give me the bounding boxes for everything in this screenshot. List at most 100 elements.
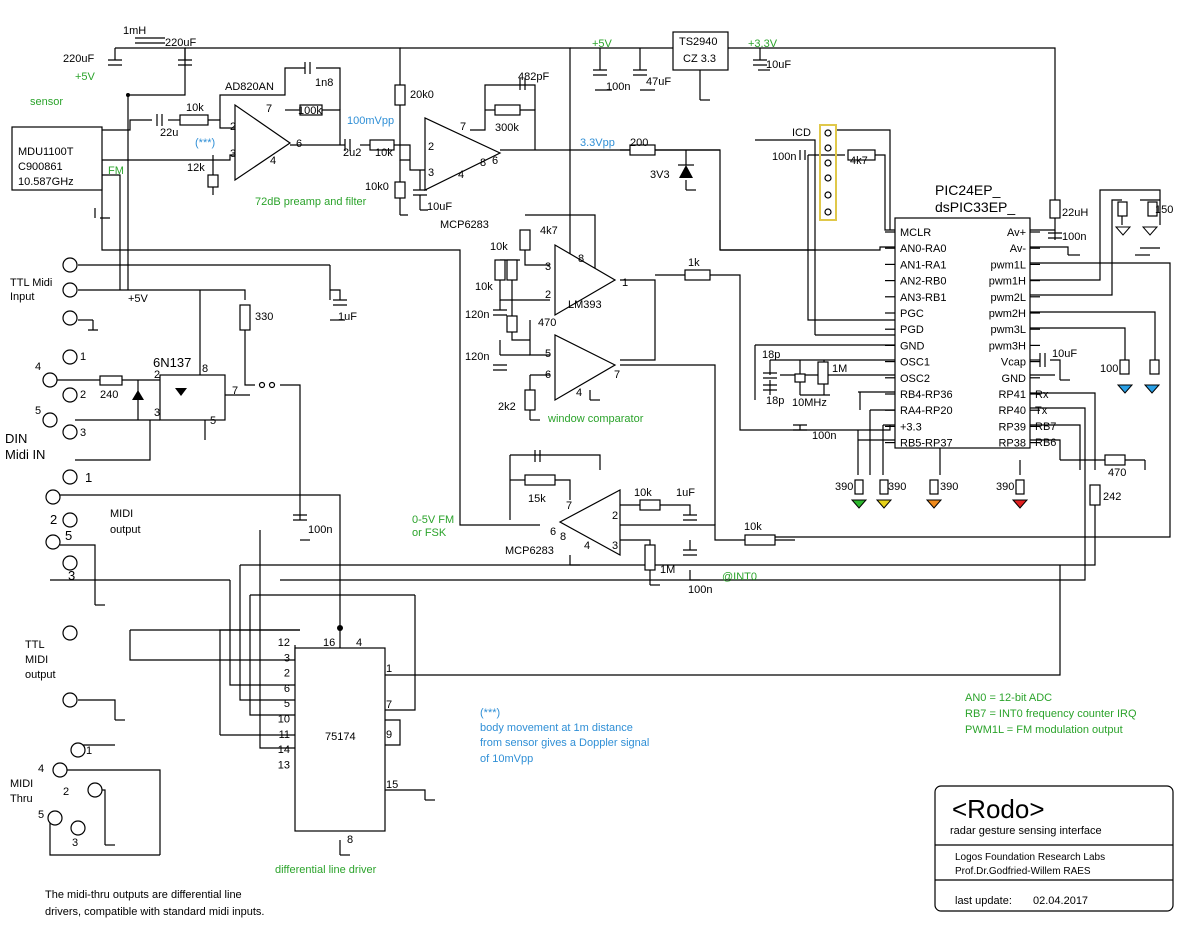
mcp6283-b-opamp <box>558 489 621 557</box>
r240: 240 <box>100 389 118 401</box>
lm393-pin-2: 2 <box>545 289 551 301</box>
sensor-line-3: 10.587GHz <box>18 176 74 188</box>
pic-left-pin-8: OSC1 <box>900 357 930 369</box>
c100n-top: 100n <box>606 81 630 93</box>
pic-right-pin-6: pwm3L <box>991 324 1026 336</box>
r1k: 1k <box>688 257 700 269</box>
driver-pin-8: 8 <box>347 834 353 846</box>
r100: 100 <box>1100 363 1118 375</box>
din-in-pin-3: 3 <box>80 427 86 439</box>
label-33vpp: 3.3Vpp <box>580 137 615 149</box>
label-icd: ICD <box>792 127 811 139</box>
label-5v-mid: +5V <box>128 293 149 305</box>
pic-right-pin-labels: Av+Av-pwm1Lpwm1Hpwm2Lpwm2Hpwm3Lpwm3HVcap… <box>989 227 1040 450</box>
midi-output-2: output <box>110 524 141 536</box>
subtitle: radar gesture sensing interface <box>950 825 1102 837</box>
din-thru-pin-4: 4 <box>38 763 44 775</box>
pic-ext-pin-3: RB6 <box>1035 437 1056 449</box>
midi-thru-1: MIDI <box>10 778 33 790</box>
din-thru-pin-1: 1 <box>86 745 92 757</box>
r390-b: 390 <box>888 481 906 493</box>
driver-label: 75174 <box>325 731 356 743</box>
pic-right-pin-7: pwm3H <box>989 340 1026 352</box>
ttl-midi-input-1: TTL Midi <box>10 277 52 289</box>
opto-label: 6N137 <box>153 355 191 370</box>
note-fsk-1: 0-5V FM <box>412 514 454 526</box>
legend-1: AN0 = 12-bit ADC <box>965 692 1052 704</box>
opto-led <box>175 388 187 396</box>
r1m-osc: 1M <box>832 363 847 375</box>
mcp6283-a-opamp <box>424 117 502 191</box>
icd-header <box>819 124 837 221</box>
c220-right: 220uF <box>165 37 196 49</box>
midi-output-1: MIDI <box>110 508 133 520</box>
last-update-label: last update: <box>955 895 1012 907</box>
lm393-pin-5: 5 <box>545 348 551 360</box>
mcp-b-pin-6: 6 <box>550 526 556 538</box>
mcp-b-pin-8: 8 <box>560 531 566 543</box>
led-red <box>1011 499 1029 509</box>
pic-right-pin-2: pwm1L <box>991 259 1026 271</box>
note-thru-2: drivers, compatible with standard midi i… <box>45 906 264 918</box>
lm393-label: LM393 <box>568 299 602 311</box>
pic-right-pin-5: pwm2H <box>989 308 1026 320</box>
mcp6283-b-label: MCP6283 <box>505 545 554 557</box>
r470-b: 470 <box>1108 467 1126 479</box>
pic-left-pin-5: PGC <box>900 308 924 320</box>
l1mh: 1mH <box>123 25 146 37</box>
driver-right-pin-0: 1 <box>386 663 392 675</box>
pic-right-pin-9: GND <box>1002 373 1027 385</box>
driver-left-pin-1: 3 <box>284 652 290 664</box>
c18p-b: 18p <box>766 395 784 407</box>
legend-2: RB7 = INT0 frequency counter IRQ <box>965 708 1137 720</box>
led-blue-a <box>1116 384 1134 394</box>
ad820-pin-3: 3 <box>230 148 236 160</box>
lm393-opamp-upper <box>554 243 617 317</box>
pic-right-pin-4: pwm2L <box>991 292 1026 304</box>
pic-left-pin-6: PGD <box>900 324 924 336</box>
din-thru-pin-2: 2 <box>63 786 69 798</box>
pic-right-pin-10: RP41 <box>998 389 1026 401</box>
x10mhz: 10MHz <box>792 397 827 409</box>
r10k-c: 10k <box>490 241 508 253</box>
driver-left-pin-5: 10 <box>278 714 290 726</box>
ttl-midi-output-3: output <box>25 669 56 681</box>
r10k-e: 10k <box>634 487 652 499</box>
protection-diode <box>132 390 144 400</box>
note-body-1: body movement at 1m distance <box>480 722 633 734</box>
opto-pin-7: 7 <box>232 385 238 397</box>
mcp6283-a-label: MCP6283 <box>440 219 489 231</box>
zener-diode <box>679 165 693 178</box>
pic-left-pin-9: OSC2 <box>900 373 930 385</box>
ttl-midi-output-2: MIDI <box>25 654 48 666</box>
pic-left-pin-13: RB5-RP37 <box>900 438 953 450</box>
ad820-opamp <box>234 103 292 182</box>
mcp-b-pin-7: 7 <box>566 500 572 512</box>
din-out-pin-5: 5 <box>65 528 72 543</box>
ttl-midi-input-2: Input <box>10 291 34 303</box>
note-window-comparator: window comparator <box>547 413 644 425</box>
led-white-a <box>1114 226 1132 236</box>
pic-name-1: PIC24EP_ <box>935 182 1001 198</box>
driver-pin-4: 4 <box>356 637 362 649</box>
ad820-pin-7: 7 <box>266 103 272 115</box>
c22u: 22u <box>160 127 178 139</box>
org: Logos Foundation Research Labs <box>955 852 1105 863</box>
c220-left: 220uF <box>63 53 94 65</box>
r2k2: 2k2 <box>498 401 516 413</box>
opto-pin-5: 5 <box>210 415 216 427</box>
r12k: 12k <box>187 162 205 174</box>
led-white-b <box>1141 226 1159 236</box>
driver-right-pin-1: 7 <box>386 699 392 711</box>
din-out-pin-2: 2 <box>50 512 57 527</box>
lm393-pin-4: 4 <box>576 387 582 399</box>
c120n-a: 120n <box>465 309 489 321</box>
pic-left-pin-3: AN2-RB0 <box>900 276 946 288</box>
resistor-symbols <box>99 84 1160 571</box>
c100n-c: 100n <box>308 524 332 536</box>
driver-chip-body <box>294 647 386 832</box>
r100k: 100k <box>298 105 322 117</box>
sensor-line-2: C900861 <box>18 161 63 173</box>
